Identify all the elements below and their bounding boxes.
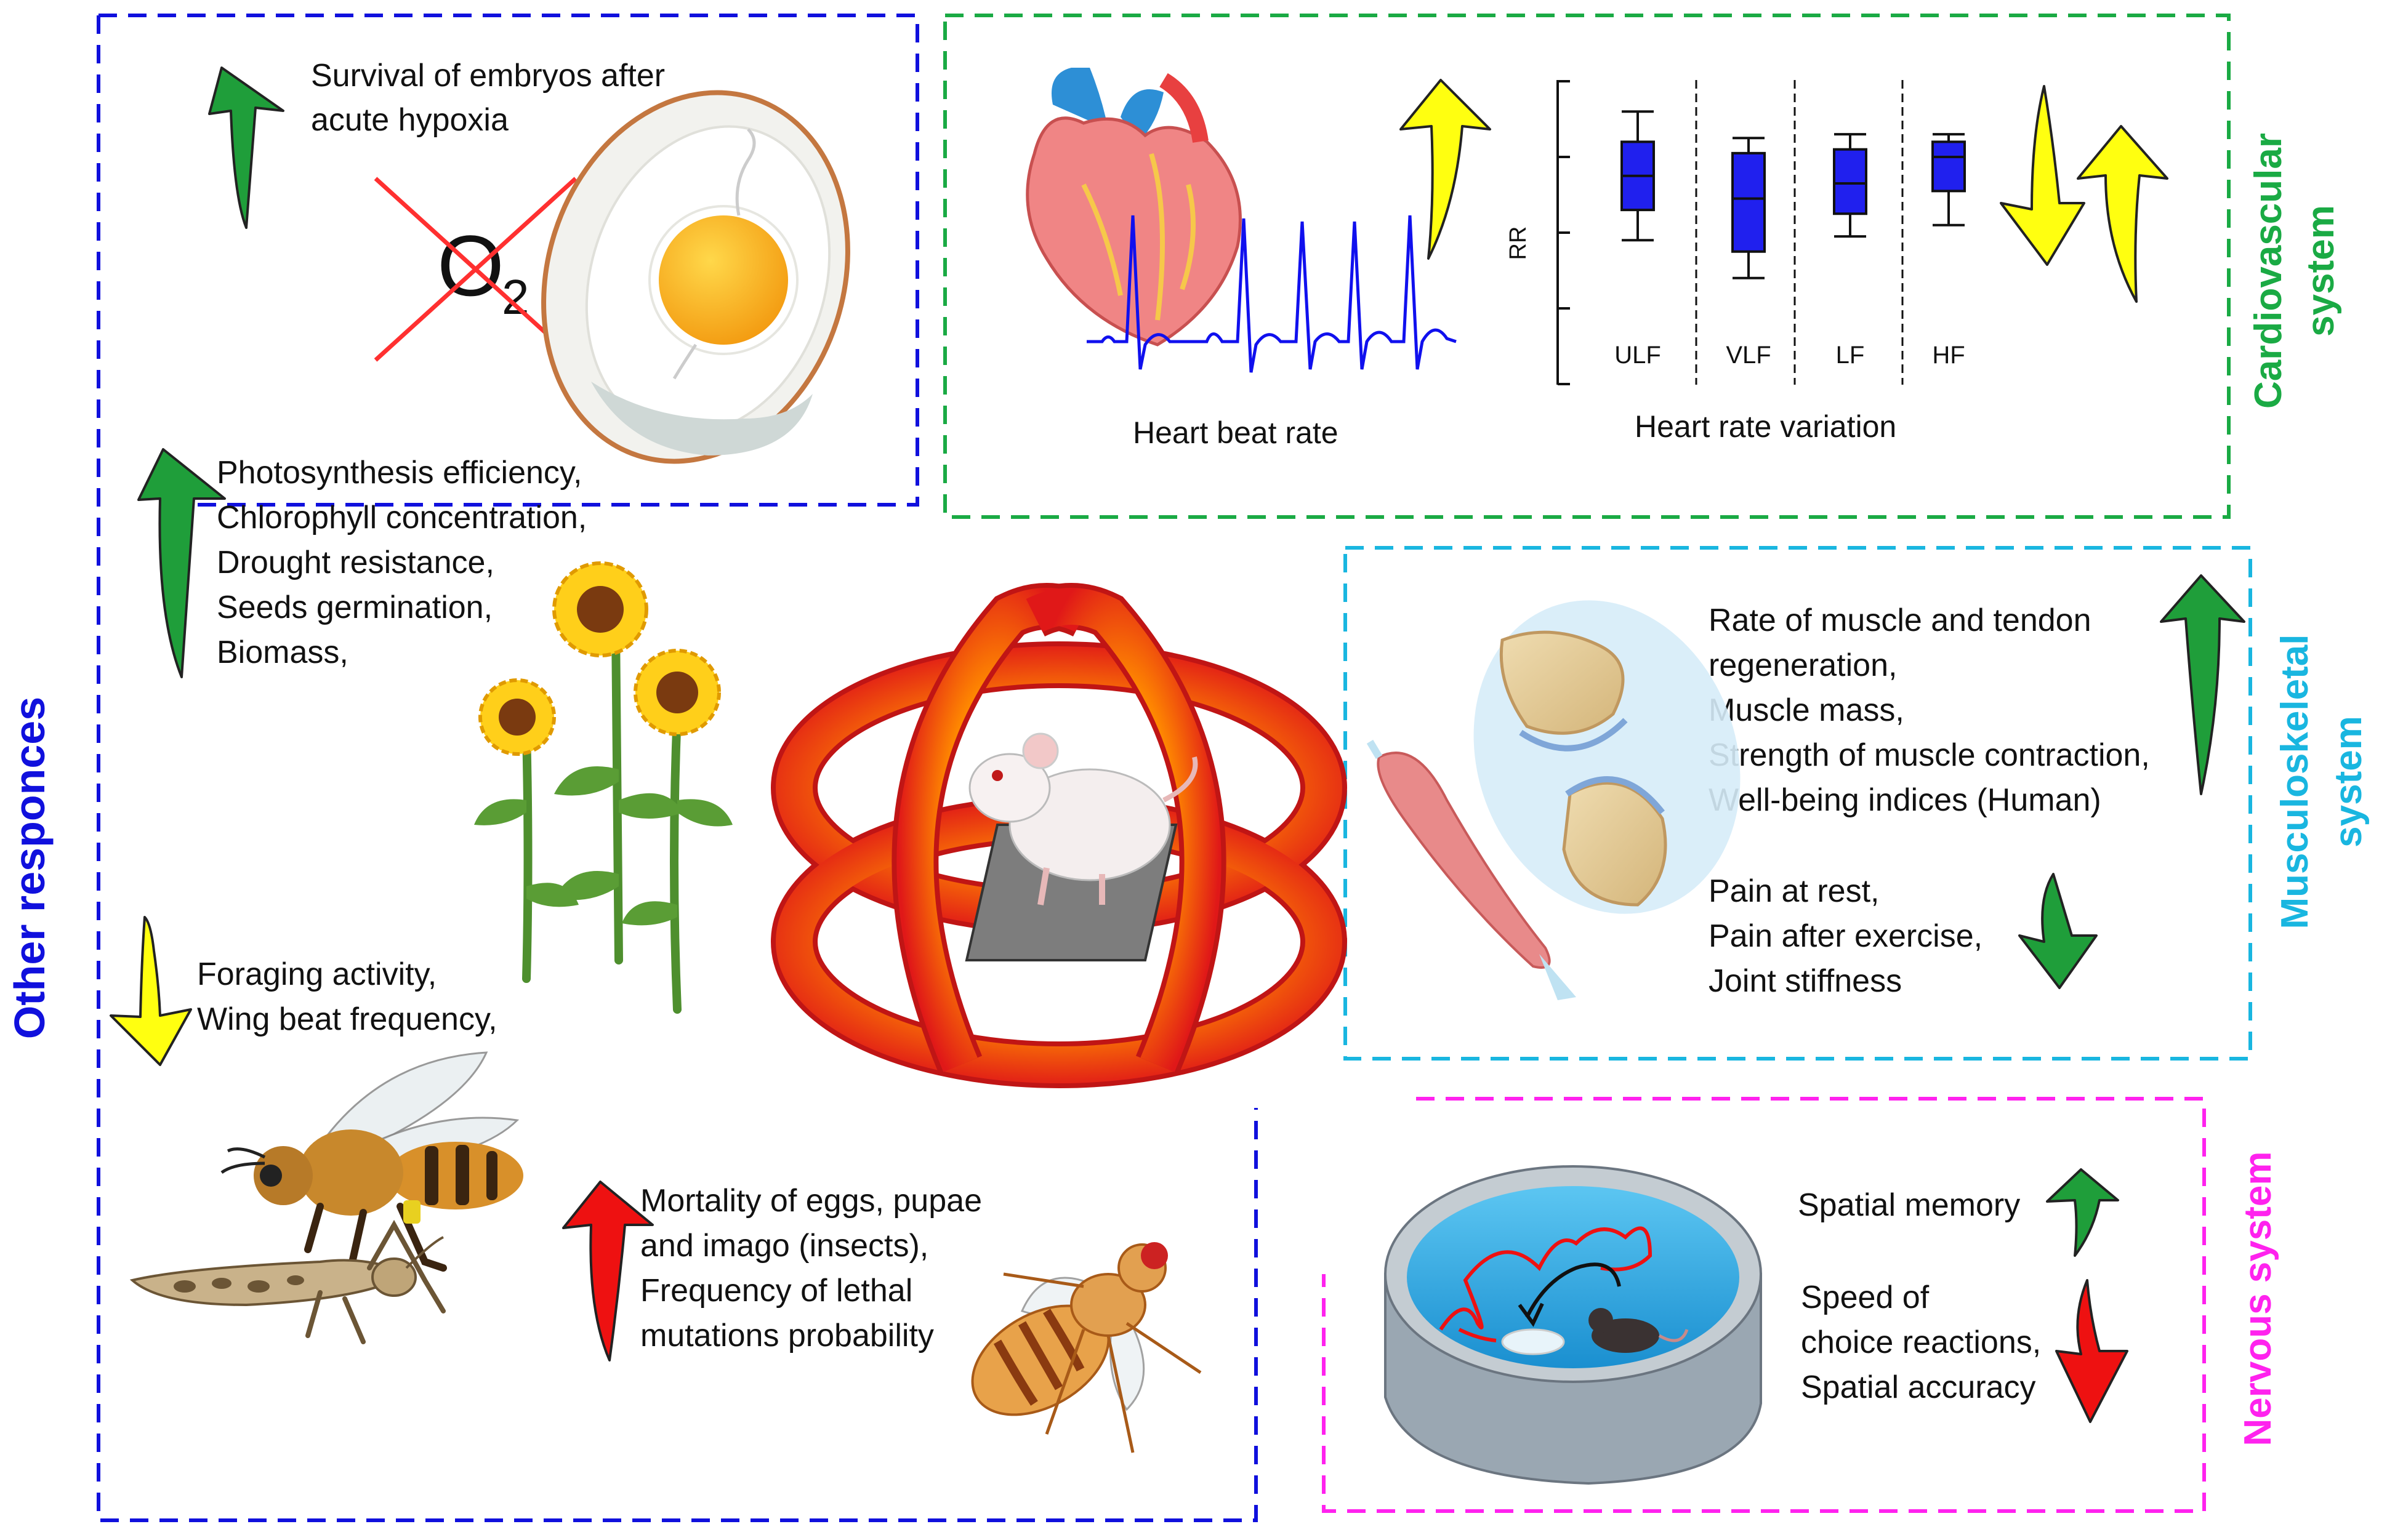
magnetic-coil-icon <box>771 583 1347 1088</box>
heart-icon <box>1026 68 1242 347</box>
plants-text-line4: Seeds germination, <box>217 590 493 625</box>
sunflower-head-icon <box>478 678 556 756</box>
hrv-category-label-lf: LF <box>1836 342 1865 369</box>
egg-icon <box>541 90 850 464</box>
insects-text-line3: Frequency of lethal <box>640 1273 912 1309</box>
knee-joint-icon <box>1473 600 1741 914</box>
hrv-chart: RR ULF VLF LF HF <box>1505 80 1966 385</box>
water-maze-icon <box>1384 1165 1762 1485</box>
other-responses-title: Other responces <box>6 697 54 1039</box>
insects-text-line1: Mortality of eggs, pupae <box>640 1183 982 1219</box>
musculoskeletal-title-line1: Musculoskeletal <box>2274 635 2316 929</box>
mouse-icon <box>968 732 1198 905</box>
speed-text-line2: choice reactions, <box>1801 1325 2041 1360</box>
arrow-up-yellow-icon <box>1399 79 1491 260</box>
arrow-down-yellow-icon <box>2000 85 2085 266</box>
hrv-box-vlf <box>1731 151 1766 253</box>
plants-text-line5: Biomass, <box>217 635 348 670</box>
no-oxygen-icon: O 2 <box>374 177 578 362</box>
plants-text-line3: Drought resistance, <box>217 545 494 580</box>
muscle-text-line1: Rate of muscle and tendon <box>1709 603 2091 638</box>
embryo-text-line1: Survival of embryos after <box>311 58 665 94</box>
cardiovascular-title-line1: Cardiovascular <box>2247 133 2290 409</box>
pain-text-line1: Pain at rest, <box>1709 873 1879 909</box>
plants-text-line2: Chlorophyll concentration, <box>217 500 587 535</box>
musculoskeletal-title-line2: system <box>2327 716 2370 848</box>
hrv-box-hf <box>1931 140 1966 193</box>
arrow-up-red-icon <box>562 1181 654 1362</box>
hrv-box-lf <box>1833 148 1867 215</box>
muscle-icon <box>1366 739 1576 1000</box>
nervous-system-frame <box>1322 1097 2206 1513</box>
heart-beat-rate-label: Heart beat rate <box>1133 415 1338 450</box>
sunflowers-icon <box>474 561 733 1014</box>
hrv-category-label-hf: HF <box>1932 342 1965 369</box>
pain-text-line3: Joint stiffness <box>1709 963 1902 999</box>
sunflower-head-icon <box>552 561 648 657</box>
arrow-up-green-icon <box>2160 574 2245 795</box>
muscle-text-line2: regeneration, <box>1709 648 1897 683</box>
pain-text-line2: Pain after exercise, <box>1709 918 1982 954</box>
bee-icon <box>220 1051 523 1290</box>
arrow-down-yellow-icon <box>110 916 192 1066</box>
hrv-separators <box>1695 80 1904 385</box>
fruit-fly-icon <box>971 1242 1202 1453</box>
hrv-category-label-ulf: ULF <box>1614 342 1661 369</box>
embryo-text-line2: acute hypoxia <box>311 102 509 138</box>
speed-text-line3: Spatial accuracy <box>1801 1370 2036 1405</box>
hrv-category-label-vlf: VLF <box>1726 342 1771 369</box>
other-responses-frame <box>97 14 1258 1522</box>
hrv-y-ticks <box>1558 80 1570 385</box>
arrow-up-green-icon <box>137 448 226 678</box>
muscle-text-line5: Well-being indices (Human) <box>1709 782 2101 818</box>
insects-text-line4: mutations probability <box>640 1318 934 1354</box>
bees-text-line1: Foraging activity, <box>197 956 437 992</box>
spatial-memory-text: Spatial memory <box>1798 1187 2020 1223</box>
plants-text-line1: Photosynthesis efficiency, <box>217 455 582 491</box>
insects-text-line2: and imago (insects), <box>640 1228 928 1264</box>
cardiovascular-frame <box>943 14 2231 519</box>
muscle-text-line4: Strength of muscle contraction, <box>1709 737 2150 773</box>
heart-rate-variation-label: Heart rate variation <box>1635 409 1896 444</box>
arrow-up-green-icon <box>2046 1168 2119 1257</box>
arrow-down-red-icon <box>2055 1279 2128 1423</box>
speed-text-line1: Speed of <box>1801 1280 1930 1315</box>
hrv-y-label: RR <box>1505 227 1531 260</box>
arrow-up-yellow-icon <box>2077 125 2168 303</box>
grasshopper-icon <box>129 1219 446 1344</box>
plants-text: Photosynthesis efficiency, Chlorophyll c… <box>217 455 587 670</box>
muscle-text-line3: Muscle mass, <box>1709 692 1904 728</box>
arrow-down-green-icon <box>2018 873 2098 989</box>
ecg-trace <box>1087 215 1457 373</box>
cardiovascular-title-line2: system <box>2300 205 2342 337</box>
bees-text-line2: Wing beat frequency, <box>197 1001 497 1037</box>
arrow-up-green-icon <box>208 66 284 229</box>
nervous-system-title: Nervous system <box>2237 1151 2279 1446</box>
sunflower-head-icon <box>634 649 721 736</box>
